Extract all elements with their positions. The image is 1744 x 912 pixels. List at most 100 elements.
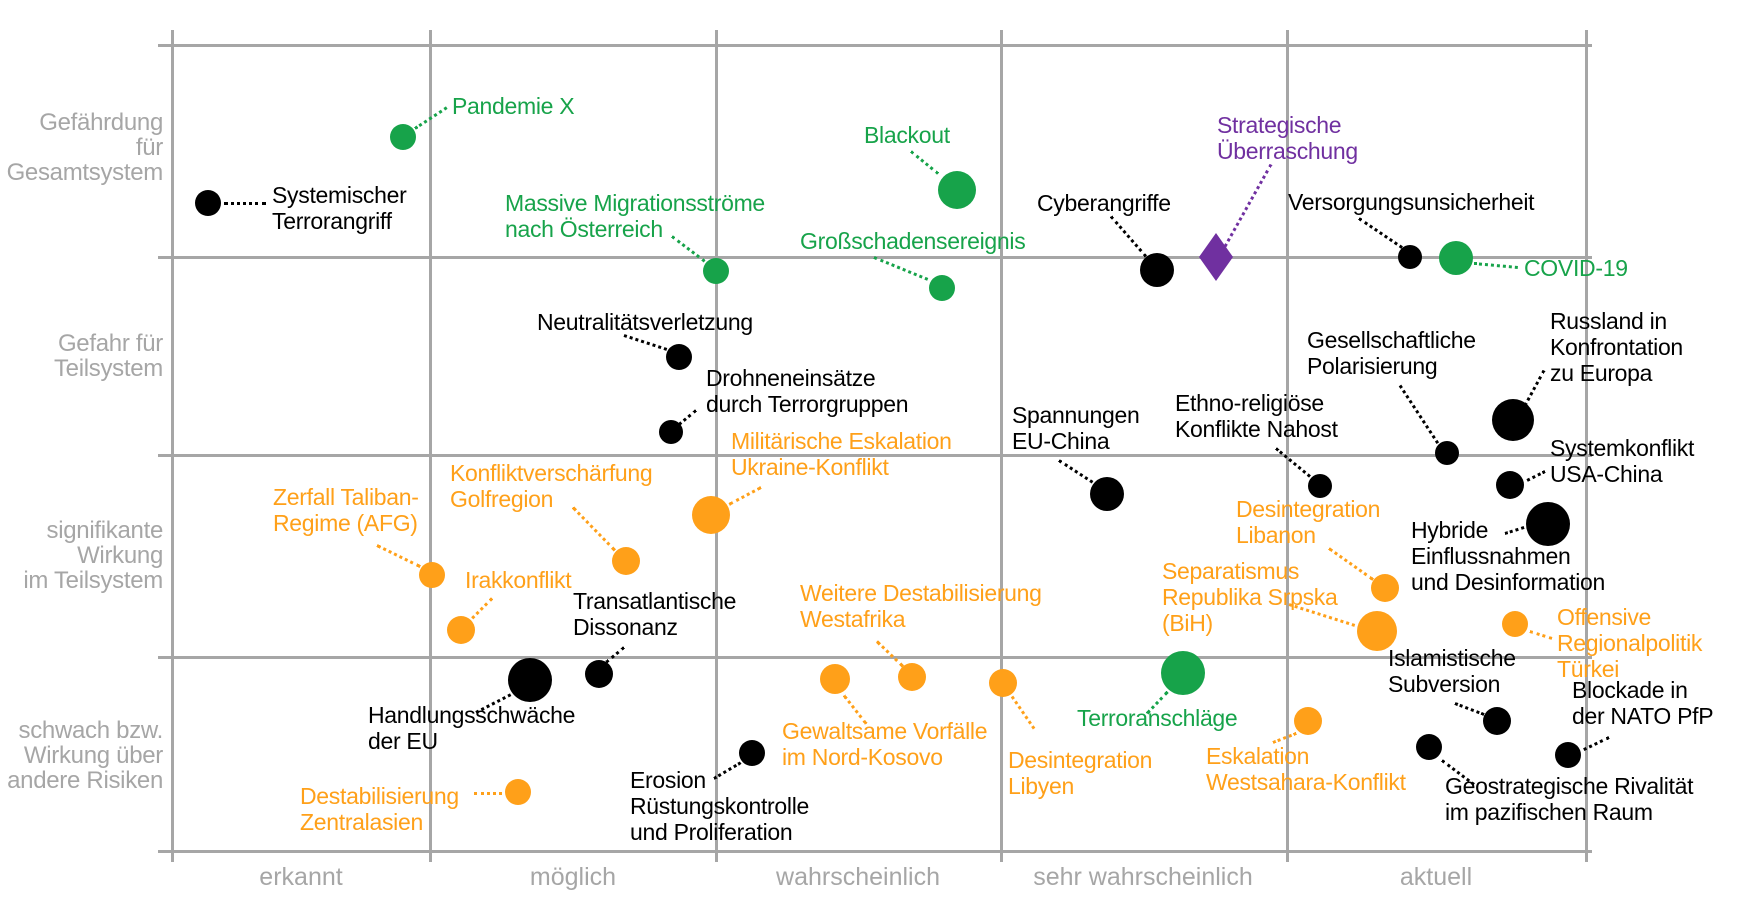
gridline-vertical-3 — [999, 30, 1003, 862]
label-handlungsschwaeche-eu: Handlungsschwäche der EU — [368, 702, 576, 754]
label-desintegration-libyen: Desintegration Libyen — [1008, 747, 1153, 799]
point-drohneneinsaetze-terrorgruppen — [659, 420, 683, 444]
label-ethno-religioese-konflikte-nahost: Ethno-religiöse Konflikte Nahost — [1175, 390, 1338, 442]
connector-zerfall-taliban-regime-afg — [376, 544, 421, 568]
label-militaerische-eskalation-ukraine: Militärische Eskalation Ukraine-Konflikt — [731, 428, 952, 480]
gridline-vertical-0 — [170, 30, 174, 862]
point-geostrategische-rivalitaet-pazifik — [1416, 734, 1442, 760]
x-axis-tick-möglich: möglich — [529, 863, 617, 891]
point-pandemie-x — [390, 124, 416, 150]
label-islamistische-subversion: Islamistische Subversion — [1388, 645, 1516, 697]
point-transatlantische-dissonanz — [585, 660, 613, 688]
point-covid-19 — [1439, 241, 1473, 275]
label-weitere-destabilisierung-westafrika: Weitere Destabilisierung Westafrika — [800, 580, 1042, 632]
label-gewaltsame-vorfaelle-nord-kosovo: Gewaltsame Vorfälle im Nord-Kosovo — [782, 718, 988, 770]
point-gesellschaftliche-polarisierung — [1435, 441, 1459, 465]
label-hybride-einflussnahmen: Hybride Einflussnahmen und Desinformatio… — [1411, 517, 1606, 595]
connector-islamistische-subversion — [1454, 702, 1485, 716]
gridline-vertical-1 — [428, 30, 432, 862]
point-gewaltsame-vorfaelle-nord-kosovo — [820, 664, 850, 694]
point-irakkonflikt — [447, 616, 475, 644]
label-covid-19: COVID-19 — [1524, 255, 1628, 281]
label-erosion-ruestungskontrolle: Erosion Rüstungskontrolle und Proliferat… — [630, 767, 810, 845]
label-geostrategische-rivalitaet-pazifik: Geostrategische Rivalität im pazifischen… — [1445, 773, 1694, 825]
connector-blackout — [910, 150, 939, 175]
label-separatismus-republika-srpska: Separatismus Republika Srpska (BiH) — [1162, 558, 1338, 636]
connector-ethno-religioese-konflikte-nahost — [1275, 447, 1311, 478]
x-axis-tick-aktuell: aktuell — [1399, 863, 1473, 891]
label-pandemie-x: Pandemie X — [452, 93, 575, 119]
label-strategische-ueberraschung: Strategische Überraschung — [1217, 112, 1358, 164]
y-axis-tick-3: schwach bzw. Wirkung über andere Risiken — [7, 717, 163, 794]
label-destabilisierung-zentralasien: Destabilisierung Zentralasien — [300, 783, 459, 835]
point-systemkonflikt-usa-china — [1496, 471, 1524, 499]
label-grossschadensereignis: Großschadensereignis — [800, 228, 1026, 254]
connector-spannungen-eu-china — [1058, 459, 1094, 484]
gridline-horizontal-1 — [158, 255, 1592, 259]
gridline-horizontal-4 — [158, 849, 1592, 853]
point-systemischer-terrorangriff — [195, 190, 221, 216]
connector-systemkonflikt-usa-china — [1526, 470, 1546, 482]
point-zerfall-taliban-regime-afg — [419, 562, 445, 588]
point-russland-konfrontation-europa — [1492, 399, 1534, 441]
x-axis-tick-erkannt: erkannt — [259, 863, 343, 891]
point-terroranschlaege — [1161, 651, 1205, 695]
gridline-vertical-4 — [1285, 30, 1289, 862]
connector-konfliktverschaerfung-golfregion — [571, 506, 617, 552]
label-systemkonflikt-usa-china: Systemkonflikt USA-China — [1550, 435, 1695, 487]
point-handlungsschwaeche-eu — [508, 658, 552, 702]
connector-strategische-ueberraschung — [1223, 163, 1273, 248]
label-versorgungsunsicherheit: Versorgungsunsicherheit — [1288, 189, 1535, 215]
connector-versorgungsunsicherheit — [1358, 217, 1403, 249]
label-blockade-nato-pfp: Blockade in der NATO PfP — [1572, 677, 1714, 729]
point-offensive-regionalpolitik-tuerkei — [1502, 611, 1528, 637]
point-cyberangriffe — [1140, 253, 1174, 287]
point-desintegration-libyen — [989, 669, 1017, 697]
y-axis-tick-2: signifikante Wirkung im Teilsystem — [23, 517, 163, 594]
connector-neutralitaetsverletzung — [623, 334, 668, 351]
gridline-vertical-2 — [714, 30, 718, 862]
label-gesellschaftliche-polarisierung: Gesellschaftliche Polarisierung — [1307, 327, 1476, 379]
connector-drohneneinsaetze-terrorgruppen — [678, 409, 697, 426]
connector-systemischer-terrorangriff — [224, 202, 266, 205]
gridline-horizontal-0 — [158, 43, 1592, 47]
point-hybride-einflussnahmen — [1526, 502, 1570, 546]
label-russland-konfrontation-europa: Russland in Konfrontation zu Europa — [1550, 308, 1683, 386]
point-islamistische-subversion — [1483, 707, 1511, 735]
label-desintegration-libanon: Desintegration Libanon — [1236, 496, 1381, 548]
point-eskalation-westsahara — [1294, 707, 1322, 735]
label-irakkonflikt: Irakkonflikt — [465, 567, 572, 593]
label-terroranschlaege: Terroranschläge — [1077, 705, 1238, 731]
point-ethno-religioese-konflikte-nahost — [1308, 474, 1332, 498]
x-axis-tick-sehr-wahrscheinlich: sehr wahrscheinlich — [1033, 863, 1253, 891]
label-transatlantische-dissonanz: Transatlantische Dissonanz — [573, 588, 737, 640]
label-systemischer-terrorangriff: Systemischer Terrorangriff — [272, 182, 407, 234]
point-erosion-ruestungskontrolle — [739, 740, 765, 766]
connector-cyberangriffe — [1109, 215, 1148, 258]
label-offensive-regionalpolitik-tuerkei: Offensive Regionalpolitik Türkei — [1557, 604, 1703, 682]
point-blackout — [938, 171, 976, 209]
connector-offensive-regionalpolitik-tuerkei — [1529, 630, 1553, 640]
point-versorgungsunsicherheit — [1398, 245, 1422, 269]
connector-russland-konfrontation-europa — [1523, 369, 1546, 407]
label-spannungen-eu-china: Spannungen EU-China — [1012, 402, 1140, 454]
connector-destabilisierung-zentralasien — [474, 792, 502, 795]
point-separatismus-republika-srpska — [1357, 611, 1397, 651]
point-desintegration-libanon — [1371, 574, 1399, 602]
point-neutralitaetsverletzung — [666, 344, 692, 370]
connector-grossschadensereignis — [873, 256, 929, 281]
point-konfliktverschaerfung-golfregion — [612, 547, 640, 575]
label-massive-migrationsstroeme: Massive Migrationsströme nach Österreich — [505, 190, 765, 242]
point-massive-migrationsstroeme — [703, 258, 729, 284]
label-konfliktverschaerfung-golfregion: Konfliktverschärfung Golfregion — [450, 460, 653, 512]
gridline-vertical-5 — [1584, 30, 1588, 862]
label-zerfall-taliban-regime-afg: Zerfall Taliban- Regime (AFG) — [273, 484, 419, 536]
point-spannungen-eu-china — [1090, 477, 1124, 511]
y-axis-tick-0: Gefährdung für Gesamtsystem — [6, 109, 164, 186]
point-blockade-nato-pfp — [1555, 742, 1581, 768]
connector-covid-19 — [1473, 262, 1519, 269]
connector-weitere-destabilisierung-westafrika — [875, 640, 905, 668]
connector-desintegration-libyen — [1010, 695, 1036, 730]
connector-militaerische-eskalation-ukraine — [728, 486, 762, 506]
